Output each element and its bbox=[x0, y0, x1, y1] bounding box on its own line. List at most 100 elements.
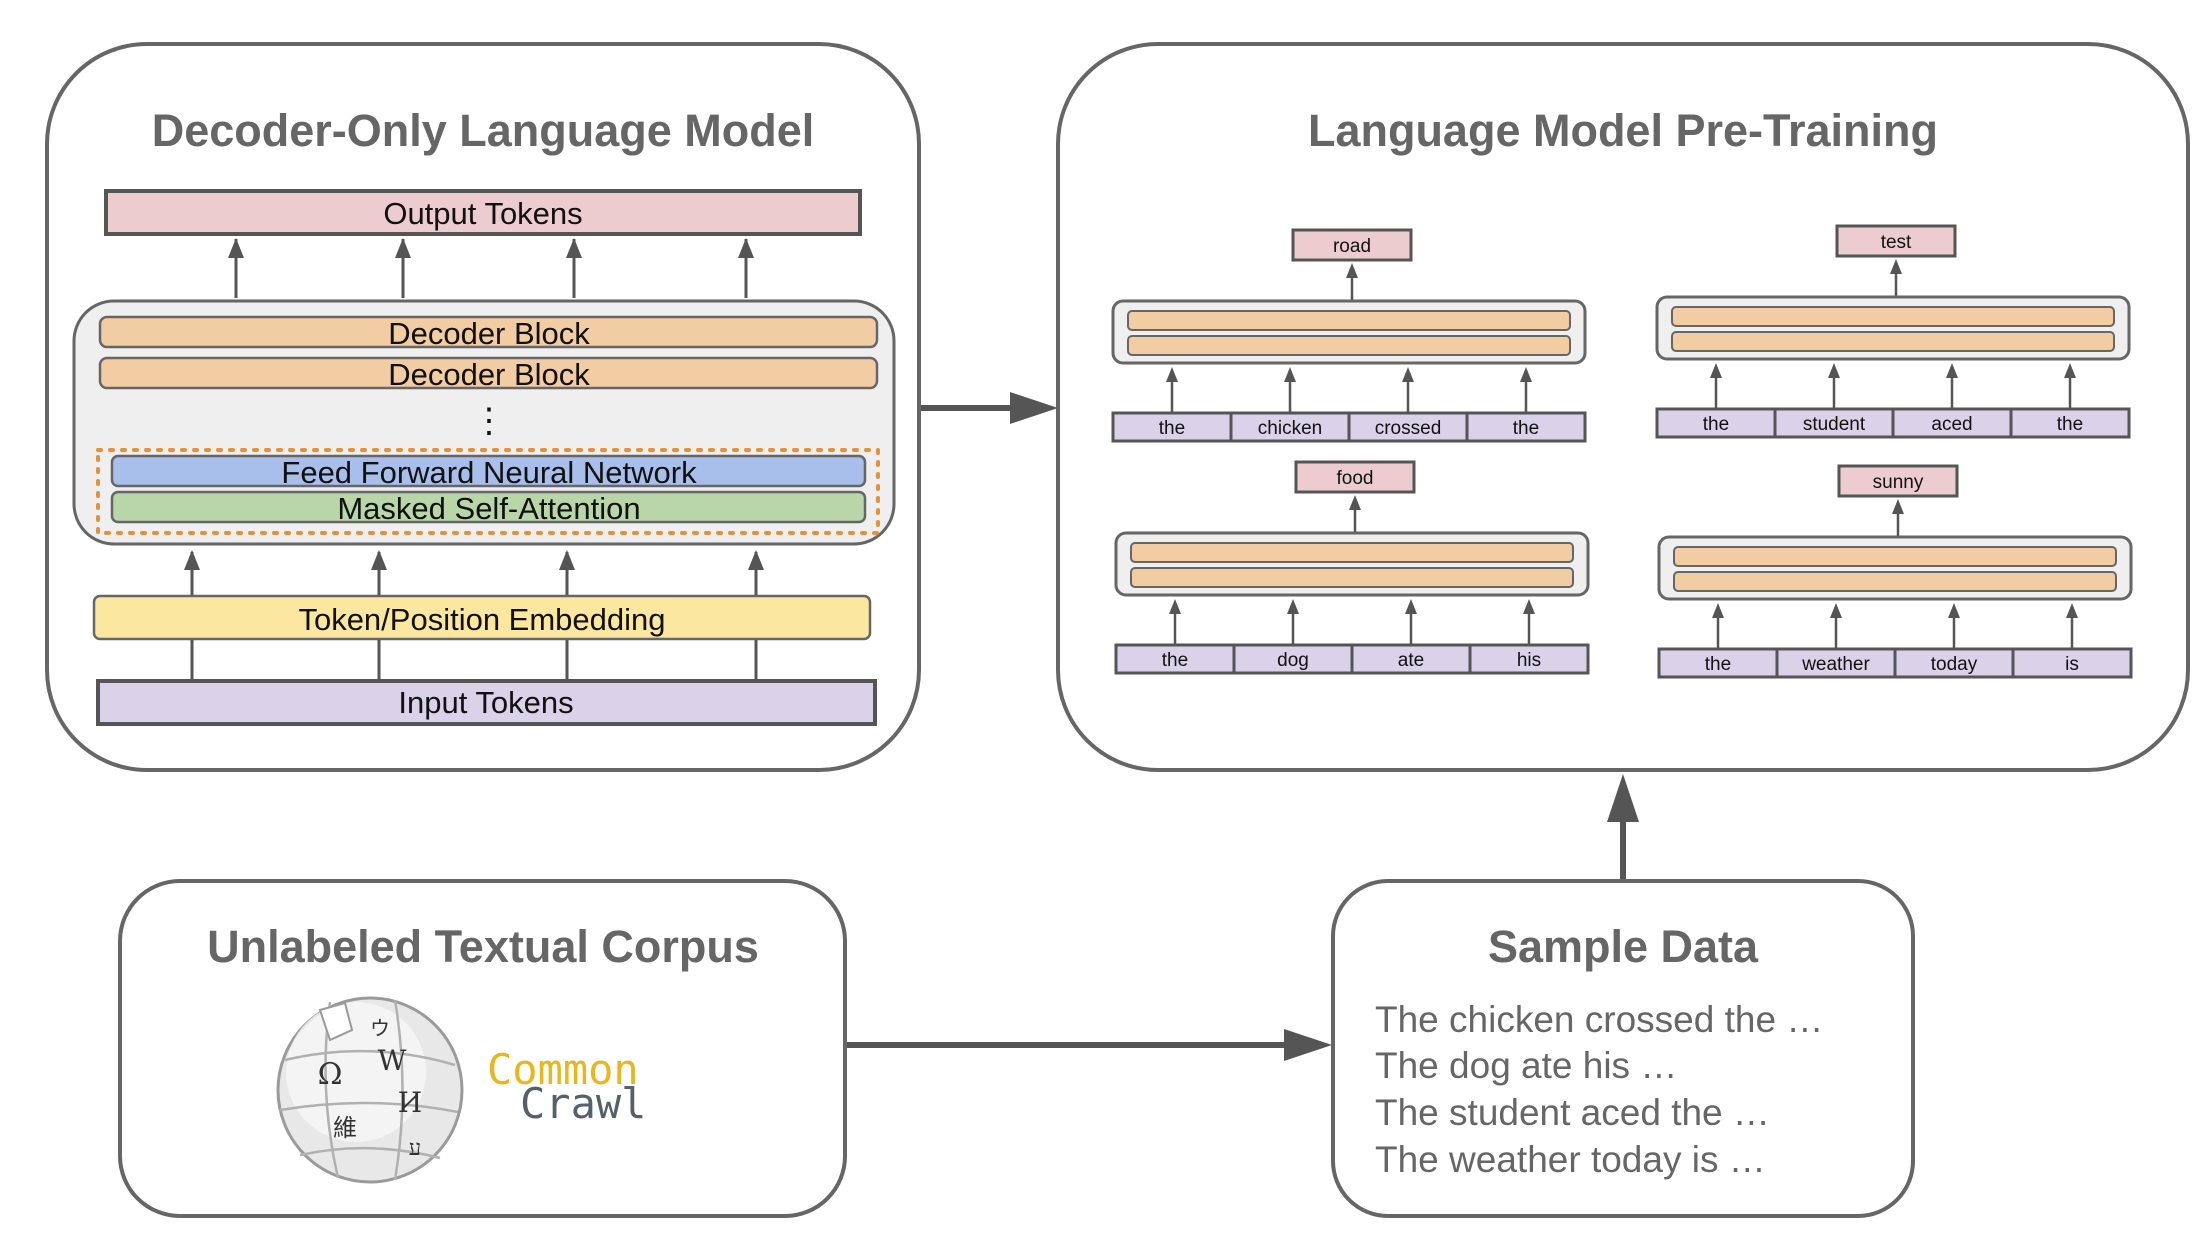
input-token-label: is bbox=[2065, 654, 2079, 675]
decoder-model-panel: Decoder-Only Language Model Output Token… bbox=[45, 42, 921, 772]
common-crawl-logo: Common Crawl bbox=[487, 1045, 646, 1128]
decoder-block-detail bbox=[96, 448, 880, 535]
input-arrow-head bbox=[1284, 367, 1296, 382]
target-token-label: test bbox=[1881, 232, 1912, 253]
arrow-sample-to-pretraining bbox=[1607, 774, 1639, 880]
decoder-block-1 bbox=[98, 315, 879, 349]
target-token-box bbox=[1291, 228, 1413, 262]
mini-decoder-block bbox=[1673, 571, 2117, 592]
mini-decoder-block bbox=[1671, 306, 2115, 327]
mini-decoder-block bbox=[1671, 331, 2115, 352]
input-token-box bbox=[1111, 411, 1233, 443]
pretraining-panel: Language Model Pre-Training road the chick… bbox=[1056, 42, 2190, 772]
ffn-label: Feed Forward Neural Network bbox=[281, 455, 697, 490]
input-arrow-head bbox=[1169, 599, 1181, 614]
input-arrow-head bbox=[1948, 603, 1960, 618]
input-token-label: the bbox=[1162, 650, 1188, 671]
input-token-label: chicken bbox=[1258, 418, 1322, 439]
output-tokens-box bbox=[104, 189, 862, 236]
input-token-label: weather bbox=[1801, 654, 1870, 675]
input-arrow-head bbox=[1520, 367, 1532, 382]
input-token-label: his bbox=[1517, 650, 1541, 671]
target-token-label: sunny bbox=[1873, 472, 1924, 493]
target-token-label: food bbox=[1337, 468, 1374, 489]
target-arrow-head bbox=[1890, 259, 1902, 274]
pretraining-example: food the dog ate his bbox=[1114, 460, 1590, 675]
input-token-box bbox=[1229, 411, 1351, 443]
input-token-box bbox=[2009, 407, 2131, 439]
input-arrow-head bbox=[1523, 599, 1535, 614]
input-arrow-head bbox=[1402, 367, 1414, 382]
common-crawl-line2: Crawl bbox=[520, 1079, 646, 1128]
target-token-box bbox=[1294, 460, 1416, 494]
attention-label: Masked Self-Attention bbox=[337, 491, 640, 526]
input-token-box bbox=[1465, 411, 1587, 443]
input-token-box bbox=[1350, 643, 1472, 675]
input-arrow-head bbox=[2064, 363, 2076, 378]
decoder-ellipsis: ⋮ bbox=[472, 402, 506, 440]
attention-box bbox=[110, 490, 867, 524]
output-tokens-label: Output Tokens bbox=[383, 196, 582, 231]
svg-text:Ω: Ω bbox=[318, 1057, 343, 1092]
input-token-box bbox=[1773, 407, 1895, 439]
input-token-label: the bbox=[1705, 654, 1731, 675]
input-token-box bbox=[1655, 407, 1777, 439]
wikipedia-globe-icon: Ω W И 維 ע ウ bbox=[276, 996, 464, 1184]
input-token-label: today bbox=[1931, 654, 1978, 675]
input-arrow-head bbox=[1405, 599, 1417, 614]
mini-decoder-block bbox=[1127, 310, 1571, 331]
input-arrow-head bbox=[2066, 603, 2078, 618]
svg-text:維: 維 bbox=[333, 1114, 357, 1142]
ffn-box bbox=[110, 454, 867, 488]
input-token-label: the bbox=[2057, 414, 2083, 435]
embedding-box bbox=[92, 594, 872, 641]
target-arrow-head bbox=[1346, 263, 1358, 278]
sample-data-panel: Sample Data The chicken crossed the … Th… bbox=[1331, 879, 1915, 1218]
svg-text:W: W bbox=[378, 1044, 407, 1077]
target-arrow-head bbox=[1349, 495, 1361, 510]
input-arrow-head bbox=[1712, 603, 1724, 618]
input-token-box bbox=[1468, 643, 1590, 675]
common-crawl-line1: Common bbox=[487, 1045, 639, 1094]
mini-decoder-block bbox=[1130, 542, 1574, 563]
input-arrow-head bbox=[1710, 363, 1722, 378]
input-token-label: student bbox=[1803, 414, 1866, 435]
svg-text:ウ: ウ bbox=[370, 1016, 390, 1040]
input-arrow-head bbox=[1828, 363, 1840, 378]
input-arrow-head bbox=[1287, 599, 1299, 614]
arrow-corpus-to-sample bbox=[847, 1029, 1332, 1061]
embedding-label: Token/Position Embedding bbox=[298, 602, 665, 637]
input-arrow-head bbox=[1946, 363, 1958, 378]
corpus-panel: Unlabeled Textual Corpus Ω W И 維 ע ウ Com… bbox=[118, 879, 847, 1218]
pretraining-example: test the student aced the bbox=[1655, 224, 2131, 439]
target-token-label: road bbox=[1333, 236, 1371, 257]
input-token-label: the bbox=[1159, 418, 1185, 439]
input-token-box bbox=[2011, 647, 2133, 679]
input-token-label: the bbox=[1513, 418, 1539, 439]
target-token-box bbox=[1835, 224, 1957, 258]
pretraining-title: Language Model Pre-Training bbox=[1308, 105, 1938, 156]
sample-data-title: Sample Data bbox=[1488, 921, 1759, 972]
sample-line: The student aced the … bbox=[1375, 1092, 1770, 1133]
sample-line: The dog ate his … bbox=[1375, 1045, 1677, 1086]
input-token-label: the bbox=[1703, 414, 1729, 435]
mini-decoder-block bbox=[1127, 335, 1571, 356]
target-token-box bbox=[1837, 464, 1959, 498]
sample-line: The chicken crossed the … bbox=[1375, 999, 1823, 1040]
input-tokens-label: Input Tokens bbox=[398, 685, 573, 720]
input-arrow-head bbox=[1166, 367, 1178, 382]
input-token-label: dog bbox=[1277, 650, 1309, 671]
decoder-block-2-label: Decoder Block bbox=[388, 357, 590, 392]
arrow-model-to-pretraining bbox=[921, 392, 1058, 424]
mini-decoder-block bbox=[1673, 546, 2117, 567]
embedding-arrows bbox=[184, 550, 764, 570]
input-token-label: ate bbox=[1398, 650, 1424, 671]
decoder-block-1-label: Decoder Block bbox=[388, 316, 590, 351]
corpus-title: Unlabeled Textual Corpus bbox=[207, 921, 759, 972]
input-lines bbox=[190, 640, 758, 680]
input-tokens-box bbox=[96, 679, 877, 726]
input-token-label: aced bbox=[1931, 414, 1972, 435]
